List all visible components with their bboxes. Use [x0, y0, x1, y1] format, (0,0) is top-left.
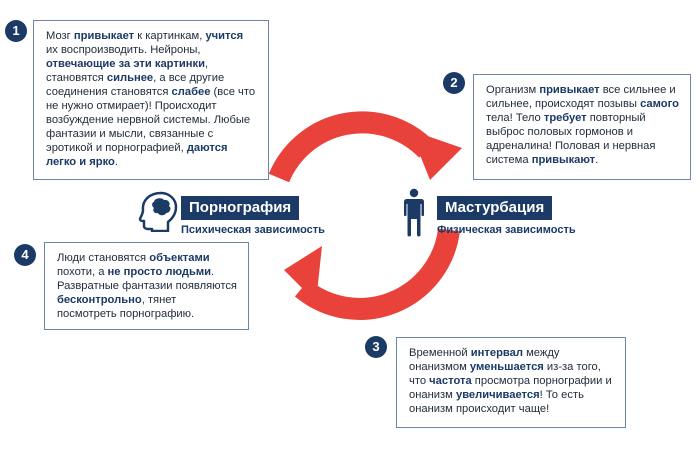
- node-pornography-title: Порнография: [181, 196, 300, 220]
- step-2-number: 2: [443, 72, 465, 94]
- step-2-text: Организм привыкает все сильнее и сильнее…: [473, 74, 691, 180]
- emphasis-text: сильнее: [106, 72, 154, 84]
- arrow-top-head: [410, 130, 462, 180]
- step-1-text: Мозг привыкает к картинкам, учится их во…: [33, 20, 269, 180]
- emphasis-text: привыкает: [539, 84, 600, 96]
- arrow-bottom-head: [284, 246, 322, 302]
- emphasis-text: не просто людьми: [107, 266, 212, 278]
- step-4-number: 4: [14, 244, 36, 266]
- node-masturbation-title: Мастурбация: [437, 196, 553, 220]
- node-pornography-subtitle: Психическая зависимость: [181, 224, 325, 236]
- head-brain-icon: [138, 191, 178, 232]
- step-1-number: 1: [5, 20, 27, 42]
- arrow-top-arc: [268, 111, 435, 183]
- emphasis-text: требует: [543, 112, 587, 124]
- emphasis-text: учится: [205, 30, 244, 42]
- node-masturbation-subtitle: Физическая зависимость: [437, 224, 576, 236]
- emphasis-text: отвечающие за эти картинки: [46, 58, 205, 70]
- emphasis-text: объектами: [149, 252, 210, 264]
- step-4-text: Люди становятся объектами похоти, а не п…: [44, 242, 249, 330]
- human-figure-icon: [404, 188, 424, 237]
- emphasis-text: частота: [429, 375, 472, 387]
- emphasis-text: слабее: [171, 86, 211, 98]
- emphasis-text: бесконтрольно: [57, 294, 142, 306]
- emphasis-text: интервал: [470, 347, 523, 359]
- emphasis-text: даются легко и ярко: [46, 142, 228, 168]
- emphasis-text: самого: [640, 98, 679, 110]
- emphasis-text: увеличивается: [455, 389, 540, 401]
- emphasis-text: привыкают: [531, 154, 596, 166]
- step-3-text: Временной интервал между онанизмом умень…: [396, 337, 626, 428]
- step-3-number: 3: [365, 336, 387, 358]
- arrow-bottom-arc: [294, 228, 460, 320]
- emphasis-text: привыкает: [73, 30, 135, 42]
- emphasis-text: уменьшается: [469, 361, 544, 373]
